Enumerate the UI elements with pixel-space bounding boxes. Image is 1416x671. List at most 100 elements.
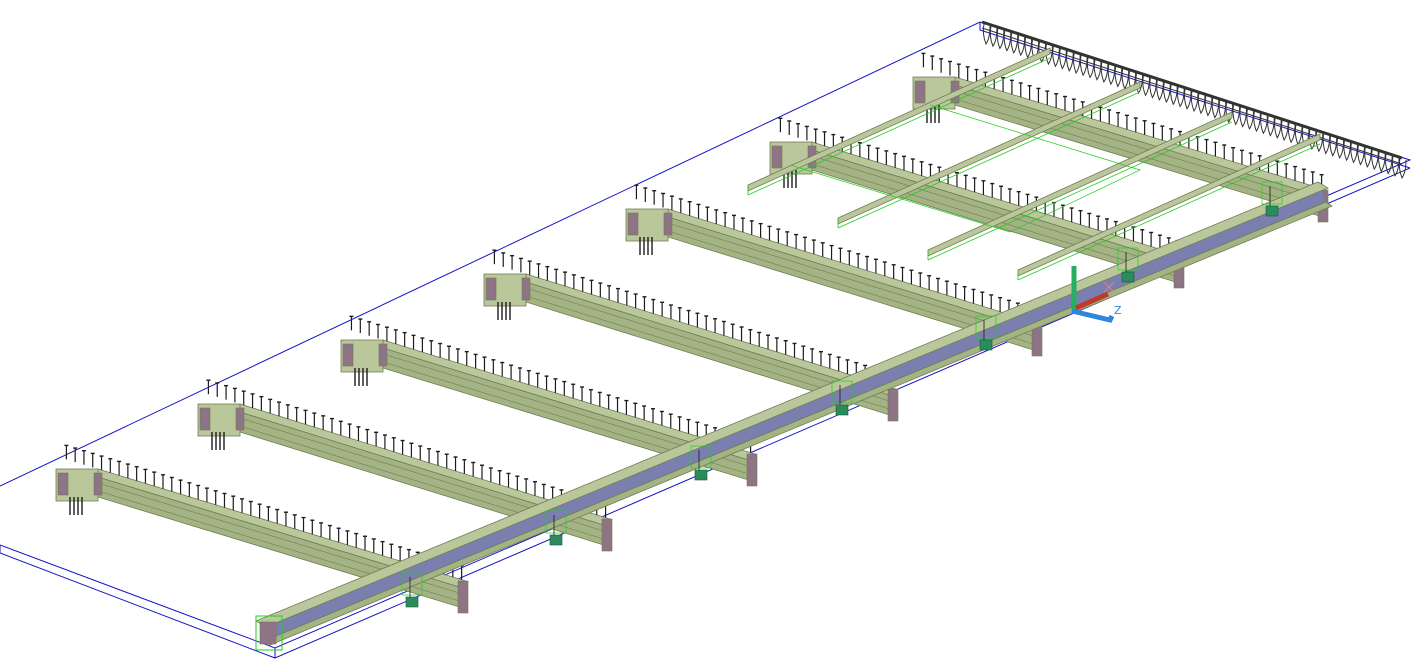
purlin-1 — [747, 47, 1051, 196]
rebar-loop — [1149, 77, 1157, 99]
ucs-x-cross-icon-2 — [1103, 281, 1115, 293]
end-plate — [771, 145, 783, 169]
rebar-loop — [996, 28, 1005, 50]
rebar-loop — [1336, 137, 1345, 159]
beam-top-flange — [525, 273, 897, 398]
girder-end-outline — [255, 615, 283, 651]
rebar-loop — [1010, 32, 1019, 55]
end-plate-2 — [93, 472, 103, 496]
connection-outline — [1117, 247, 1139, 271]
rebar-loop — [1107, 64, 1116, 86]
purlin-outline — [747, 57, 1051, 196]
end-plate — [342, 343, 354, 367]
rebar-loop — [1197, 93, 1206, 115]
end-plate — [627, 212, 639, 236]
rebar-loop — [1350, 142, 1358, 164]
rebar-loop — [1343, 140, 1352, 162]
rebar-mesh-layer — [981, 20, 1407, 180]
end-plate-2 — [235, 407, 245, 431]
girder-end-plate — [259, 621, 277, 645]
beam-girder-connection-7 — [1261, 181, 1283, 217]
rebar-loop — [1156, 79, 1164, 101]
rebar-loop — [1357, 144, 1365, 166]
ucs-icon[interactable]: Z — [1071, 266, 1122, 323]
rebar-loop — [1190, 90, 1199, 113]
end-plate-2 — [521, 277, 531, 301]
rebar-loop — [1364, 146, 1372, 168]
beam-girder-connection-2 — [545, 510, 567, 546]
rebar-loop — [989, 26, 998, 48]
bay-outline — [789, 104, 1141, 233]
connection-plate — [835, 404, 849, 416]
end-plate-girder — [746, 453, 758, 487]
rebar-loop — [1294, 124, 1303, 146]
rebar-edge-bar — [981, 20, 1403, 160]
connection-outline — [975, 315, 997, 339]
rebar-loop — [1086, 57, 1095, 79]
connection-plate — [694, 469, 708, 481]
primary-girder-layer — [255, 181, 1333, 651]
connection-outline — [401, 572, 423, 596]
connection-plate — [979, 339, 993, 351]
rebar-loop — [1121, 68, 1130, 90]
rebar-loop — [1225, 102, 1234, 124]
purlin-outline — [1017, 143, 1321, 281]
rebar-loop — [1135, 73, 1144, 95]
ucs-axis-x-icon — [1074, 291, 1110, 311]
end-plate — [914, 80, 926, 104]
rebar-loop — [1079, 55, 1088, 77]
slab-left-edge — [0, 545, 276, 659]
beam-flange-line — [954, 90, 1327, 205]
rebar-loop — [1003, 30, 1012, 52]
connection-outline — [831, 380, 853, 404]
connection-plate — [1121, 271, 1135, 283]
purlin-3 — [927, 111, 1233, 261]
secondary-beam-4 — [483, 249, 899, 422]
rebar-loop — [1329, 135, 1338, 157]
rebar-loop — [1267, 115, 1275, 137]
beam-girder-connection-3 — [690, 445, 712, 481]
rebar-loop — [1066, 50, 1074, 72]
connection-outline — [545, 510, 567, 534]
rebar-loop — [1114, 66, 1123, 88]
rebar-loop — [1170, 84, 1178, 106]
rebar-loop — [1274, 117, 1282, 139]
rebar-loop — [1163, 81, 1171, 104]
rebar-loop — [1142, 75, 1150, 97]
rebar-loop — [1280, 119, 1289, 142]
rebar-loop — [1093, 59, 1102, 81]
rebar-loop — [1100, 61, 1109, 84]
connection-outline — [690, 445, 712, 469]
secondary-beam-3 — [340, 315, 758, 487]
ucs-axis-z-icon — [1071, 308, 1115, 323]
end-plate — [485, 277, 497, 301]
rebar-loop — [1253, 111, 1261, 133]
rebar-loop — [1204, 95, 1213, 117]
beam-girder-connection-5 — [975, 315, 997, 351]
rebar-loop — [1024, 37, 1033, 59]
ucs-z-label: Z — [1114, 304, 1122, 317]
rebar-loop — [1398, 157, 1407, 180]
purlins-layer — [747, 47, 1321, 281]
beam-flange-line — [811, 155, 1183, 271]
purlin-4 — [1017, 133, 1321, 281]
connection-outline — [1261, 181, 1283, 205]
rebar-loop — [1059, 48, 1067, 70]
rebar-loop — [1384, 153, 1393, 175]
rebar-loop — [1211, 97, 1220, 119]
rebar-loop — [1287, 122, 1296, 144]
rebar-loop — [1322, 133, 1331, 155]
beam-girder-connection-1 — [401, 572, 423, 608]
slab-top-outline — [0, 21, 1412, 649]
rebar-loop — [1232, 104, 1241, 126]
rebar-loop — [1183, 88, 1192, 110]
purlin-outline — [837, 91, 1141, 229]
end-plate-2 — [663, 212, 673, 236]
rebar-loop — [1239, 106, 1248, 128]
secondary-beams-layer — [55, 52, 1329, 614]
beam-flange-line — [667, 222, 1041, 339]
end-plate — [199, 407, 211, 431]
end-plate-2 — [378, 343, 388, 367]
